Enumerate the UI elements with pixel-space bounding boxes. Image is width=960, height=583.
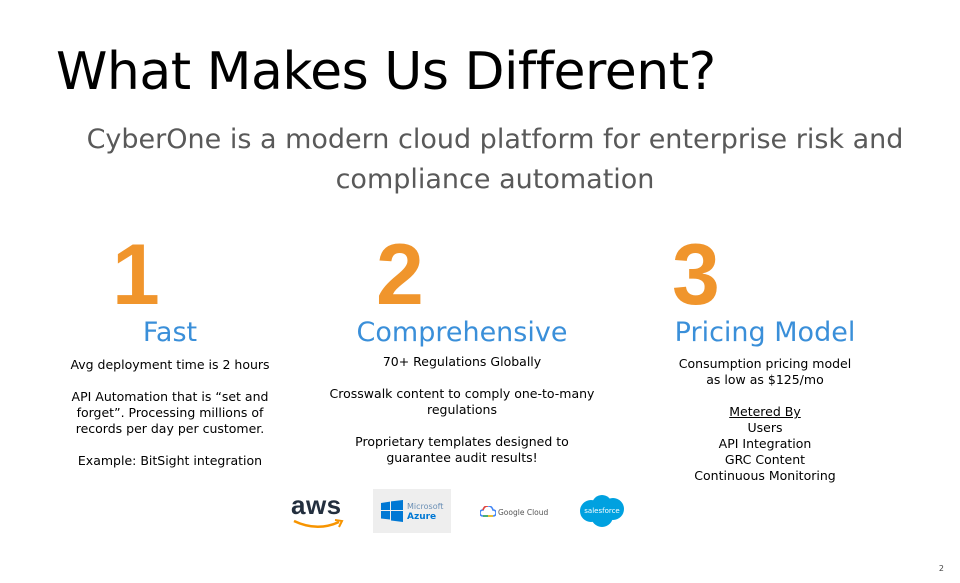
metered-by-label: Metered By (729, 404, 801, 419)
metered-item: Users (747, 420, 783, 435)
azure-product-line: Azure (407, 512, 437, 522)
page-number: 2 (938, 564, 944, 573)
column-paragraph: Example: BitSight integration (77, 453, 263, 468)
column-paragraph: 70+ Regulations Globally (382, 354, 542, 369)
google-cloud-icon (480, 506, 496, 517)
column-number: 3 (672, 227, 720, 323)
aws-smile-icon (293, 519, 344, 528)
column-heading: Fast (142, 317, 198, 348)
metered-item: Continuous Monitoring (694, 468, 836, 483)
metered-item: GRC Content (724, 452, 806, 467)
column-heading: Pricing Model (674, 317, 856, 348)
pricing-intro: Consumption pricing model as low as $125… (678, 356, 852, 387)
subtitle: CyberOne is a modern cloud platform for … (86, 124, 904, 195)
column-comprehensive: 2 Comprehensive 70+ Regulations Globally… (316, 232, 608, 482)
column-number: 2 (376, 227, 424, 323)
column-paragraph: Crosswalk content to comply one-to-many … (329, 386, 595, 417)
azure-brand-line: Microsoft (407, 502, 444, 511)
column-fast: 1 Fast Avg deployment time is 2 hours AP… (38, 232, 302, 485)
salesforce-cloud-icon (580, 495, 624, 527)
google-cloud-logo: Google Cloud (480, 504, 550, 520)
salesforce-logo: salesforce (578, 494, 626, 528)
column-pricing-model: 3 Pricing Model Consumption pricing mode… (640, 232, 890, 484)
partner-logos: aws Microsoft Azure Google Cloud (0, 488, 960, 534)
column-paragraph: Proprietary templates designed to guaran… (355, 434, 569, 465)
page-title: What Makes Us Different? (56, 42, 716, 102)
column-number: 1 (112, 227, 160, 323)
aws-logo: aws (291, 492, 347, 532)
windows-icon (381, 500, 403, 522)
column-heading: Comprehensive (356, 317, 568, 348)
metered-item: API Integration (718, 436, 812, 451)
microsoft-azure-logo: Microsoft Azure (373, 489, 451, 533)
column-paragraph: Avg deployment time is 2 hours (70, 357, 270, 372)
column-paragraph: API Automation that is “set and forget”.… (71, 389, 269, 436)
